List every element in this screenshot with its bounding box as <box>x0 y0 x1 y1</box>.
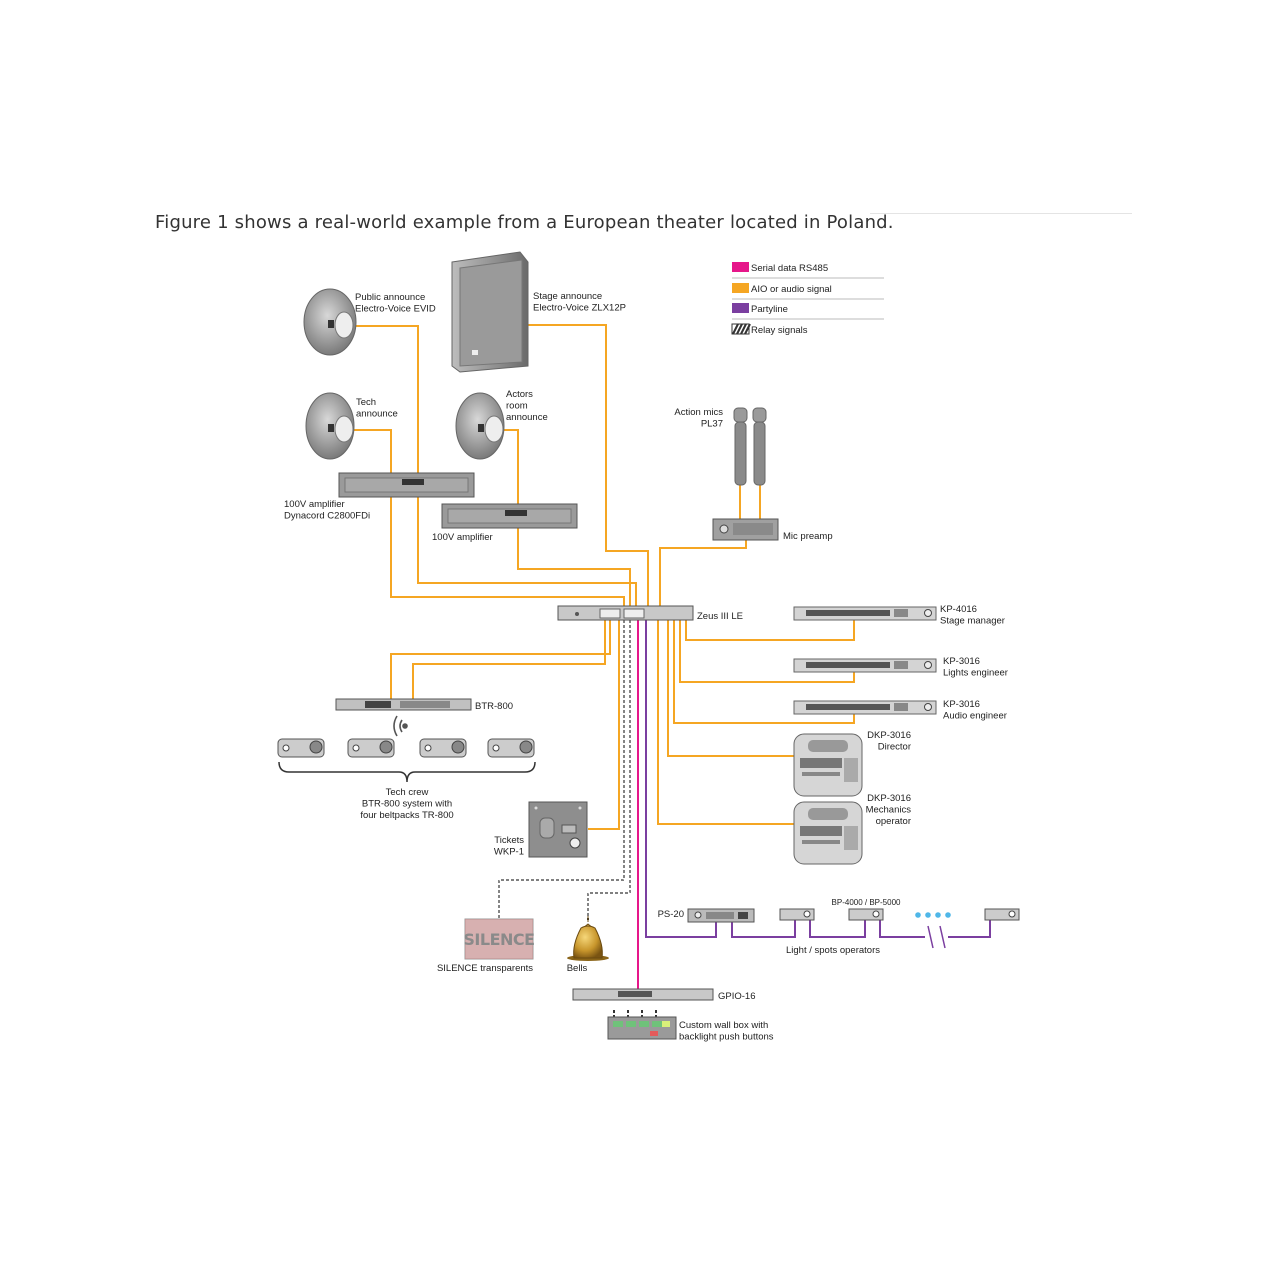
legend-item: Partyline <box>732 303 884 320</box>
mic-preamp-label: Mic preamp <box>783 531 833 542</box>
wireless-icon <box>393 715 408 737</box>
light-ops-label: Light / spots operators <box>786 945 880 956</box>
beltpack-1 <box>277 738 325 758</box>
ps-20 <box>687 908 755 923</box>
legend-label: Relay signals <box>751 325 808 336</box>
amp2-label: 100V amplifier <box>432 532 493 543</box>
actors-announce-speaker <box>455 392 505 460</box>
bp-unit-2 <box>848 908 884 921</box>
silence-sign-text: SILENCE <box>463 930 534 949</box>
kp-4016-panel <box>793 606 937 621</box>
gpio-16 <box>572 988 714 1001</box>
legend-item: AIO or audio signal <box>732 283 884 300</box>
legend-item: Serial data RS485 <box>732 262 884 279</box>
legend-item: Relay signals <box>731 323 808 336</box>
more-dots <box>915 912 951 918</box>
stage-announce-cabinet <box>451 251 529 373</box>
bp-unit-1 <box>779 908 815 921</box>
bells-label: Bells <box>567 963 588 974</box>
audio-wires <box>352 324 855 830</box>
ps20-label: PS-20 <box>658 909 684 920</box>
dkp-3016-mechanics <box>793 801 863 865</box>
silence-sign <box>464 918 534 960</box>
amplifier-100v <box>441 503 578 529</box>
tech-announce-speaker <box>305 392 355 460</box>
legend-label: Serial data RS485 <box>751 263 828 274</box>
zeus-label: Zeus III LE <box>697 611 743 622</box>
zeus-iii-le <box>557 605 694 621</box>
dkp-3016-director <box>793 733 863 797</box>
kp-3016-audio-panel <box>793 700 937 715</box>
tickets-wkp-1 <box>528 801 588 858</box>
kp-3016-lights-panel <box>793 658 937 673</box>
action-mic-2 <box>752 407 767 486</box>
gpio-label: GPIO-16 <box>718 991 756 1002</box>
custom-wall-box <box>607 1016 677 1040</box>
relay-wires-white <box>498 620 631 920</box>
bp-label: BP-4000 / BP-5000 <box>832 898 901 907</box>
legend-label: Partyline <box>751 304 788 315</box>
action-mic-1 <box>733 407 748 486</box>
figure-caption: Figure 1 shows a real-world example from… <box>155 212 894 233</box>
amplifier-dynacord <box>338 472 475 498</box>
tech-crew-brace <box>278 761 536 783</box>
bp-unit-3 <box>984 908 1020 921</box>
public-announce-speaker <box>303 288 357 356</box>
legend-label: AIO or audio signal <box>751 284 832 295</box>
mic-preamp <box>712 518 779 541</box>
beltpack-3 <box>419 738 467 758</box>
caption-rule <box>870 213 1132 214</box>
bell-icon <box>567 916 609 961</box>
beltpack-4 <box>487 738 535 758</box>
btr800-label: BTR-800 <box>475 701 513 712</box>
btr-800-base <box>335 698 472 711</box>
beltpack-2 <box>347 738 395 758</box>
partyline-wires <box>645 620 991 938</box>
silence-caption-label: SILENCE transparents <box>437 963 533 974</box>
partyline-break <box>927 925 946 949</box>
